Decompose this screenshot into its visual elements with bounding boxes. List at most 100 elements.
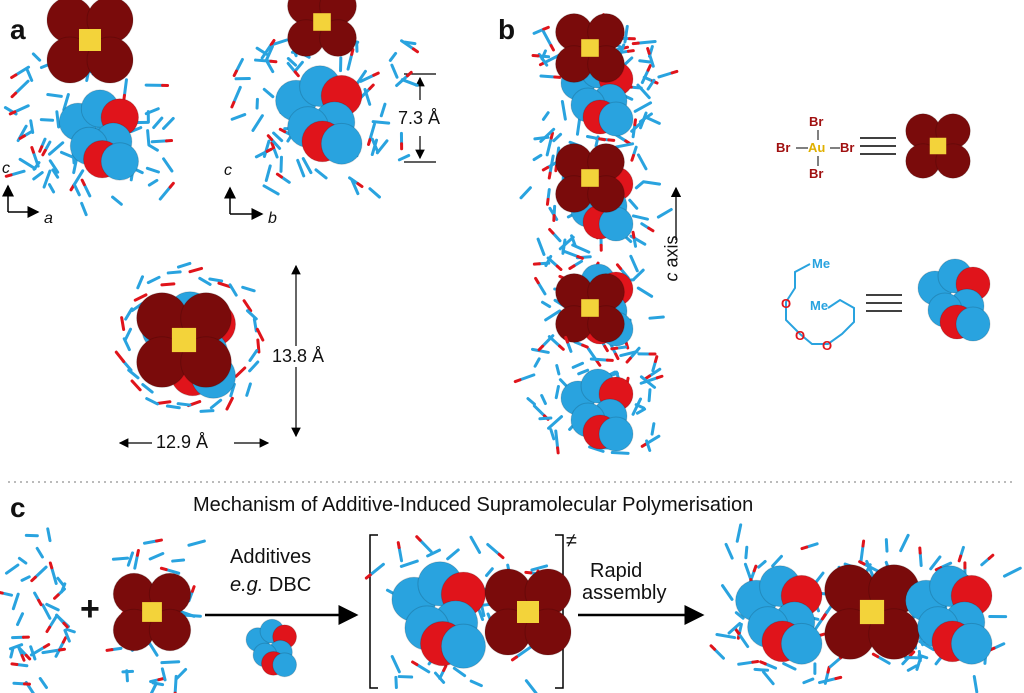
cd-a3-bond (136, 275, 145, 290)
cd-a1-bond (14, 79, 30, 95)
cd-b1-bond (532, 153, 543, 162)
cd-b1-bond (585, 135, 602, 141)
cd-c2-bond (171, 558, 186, 563)
cd-c1-oxygen-bond (61, 636, 68, 644)
cd-a1-bond (55, 110, 61, 129)
cd-b3-oxygen-bond (640, 442, 648, 448)
panel-c-title: Mechanism of Additive-Induced Supramolec… (193, 494, 754, 516)
cd-c2-bond (133, 553, 139, 570)
cd-c2-bond (160, 660, 181, 665)
cd-a1-bond (80, 201, 88, 217)
cd-c4-bond (992, 642, 1006, 650)
cd-c3-oxygen-bond (411, 660, 419, 667)
cd-b3-bond (650, 422, 656, 436)
cd-c3-bond (368, 562, 385, 577)
cd-b3-bond (555, 364, 561, 376)
cd-a3-bond (133, 293, 148, 302)
cd-a1-bond (32, 171, 44, 181)
cd-a1-bond (158, 185, 172, 201)
crown-me-mid: Me (810, 298, 829, 313)
cd-a2-oxygen-bond (269, 38, 276, 47)
cd-a2-bond (397, 153, 411, 162)
cd-a1-bond (48, 159, 60, 174)
cd-b2-oxygen-bond (537, 344, 545, 352)
cd-c2-bond (174, 667, 188, 681)
cd-a2-bond (262, 184, 280, 196)
aubr-br-top: Br (809, 114, 824, 129)
guest-b3-atom (598, 416, 634, 452)
axis-glyph-ac (1, 184, 40, 218)
cd-b2-bond (540, 300, 552, 309)
cd-a3-bond (141, 383, 154, 394)
cd-c3-bond (446, 548, 460, 561)
cd-b0-oxygen-bond (549, 44, 555, 52)
cd-a2-bond (296, 158, 306, 178)
cd-a1-bond (147, 143, 159, 152)
cd-a2-oxygen-bond (405, 70, 413, 78)
cd-b2-oxygen-bond (555, 264, 563, 271)
aubr4-a2-au (313, 13, 331, 31)
cd-b0-bond (575, 115, 582, 136)
cd-b3-bond (532, 404, 546, 418)
cd-a3-bond (176, 261, 192, 269)
cd-b3-oxygen-bond (564, 335, 569, 344)
cd-b0-bond (542, 30, 553, 48)
cd-c4-bond (753, 667, 770, 672)
cd-c3-bond (515, 645, 533, 659)
cd-a3-bond (198, 276, 212, 286)
cd-a2-bond (264, 164, 272, 182)
crown-o-1: O (781, 296, 792, 311)
label-7-3-angstrom: 7.3 Å (398, 108, 441, 128)
cd-a1-bond (47, 183, 56, 194)
cd-a2-bond (234, 57, 244, 73)
cd-a2-bond (314, 168, 328, 180)
cd-b0-bond (532, 27, 546, 35)
cd-a2-bond (400, 39, 415, 51)
cd-b1-bond (539, 127, 556, 143)
cd-c1-oxygen-bond (53, 593, 60, 600)
cd-a2-bond (286, 61, 297, 74)
cd-a3-bond (256, 338, 261, 354)
cd-c4-bond (757, 559, 767, 569)
cd-a2-bond (254, 58, 273, 63)
cd-c1-bond (15, 662, 29, 668)
cd-a1-oxygen-bond (69, 184, 76, 192)
panel-a-label: a (10, 14, 26, 45)
cd-c2-bond (164, 568, 181, 575)
cd-c1-bond (46, 527, 52, 543)
cd-c3-oxygen-bond (396, 541, 401, 550)
cd-a1-bond (150, 139, 169, 144)
cd-c2-oxygen-bond (190, 585, 196, 593)
cd-c3-bond (426, 548, 442, 558)
aubr-br-left: Br (776, 140, 791, 155)
cd-b3-bond (619, 350, 639, 358)
cd-b1-bond (641, 180, 662, 186)
cd-c1-oxygen-bond (30, 575, 37, 583)
aubr4-a1-au (79, 29, 101, 51)
axis-label-c-1: c (2, 160, 10, 177)
cd-c4-bond (763, 662, 778, 670)
guest-c4a-atom (780, 622, 823, 665)
cd-c1-bond (38, 677, 48, 690)
cd-b2-bond (537, 261, 551, 266)
cd-c4-oxygen-bond (834, 675, 843, 681)
cd-b1-oxygen-bond (633, 118, 637, 127)
cd-a1-oxygen-bond (168, 181, 175, 189)
eg-dbc-label: e.g. DBC (230, 574, 311, 597)
cd-a2-bond (270, 38, 289, 47)
aubr-au: Au (808, 140, 826, 155)
cd-c3-bond (452, 666, 467, 678)
cd-a3-bond (241, 285, 256, 293)
cd-c4-oxygen-bond (800, 545, 809, 551)
cd-c2-bond (125, 669, 129, 683)
cd-a2-bond (379, 102, 387, 118)
guest-c3-atom (440, 623, 486, 669)
cd-b3-bond (635, 407, 647, 415)
crown-ether-skeleton (785, 263, 855, 345)
cd-b3-oxygen-bond (655, 374, 664, 380)
cd-b3-bond (533, 357, 541, 368)
cd-a1-oxygen-bond (80, 178, 86, 187)
guest-a2-atom (320, 122, 363, 165)
cd-b1-oxygen-bond (547, 171, 552, 180)
cd-b1-oxygen-bond (541, 165, 550, 172)
